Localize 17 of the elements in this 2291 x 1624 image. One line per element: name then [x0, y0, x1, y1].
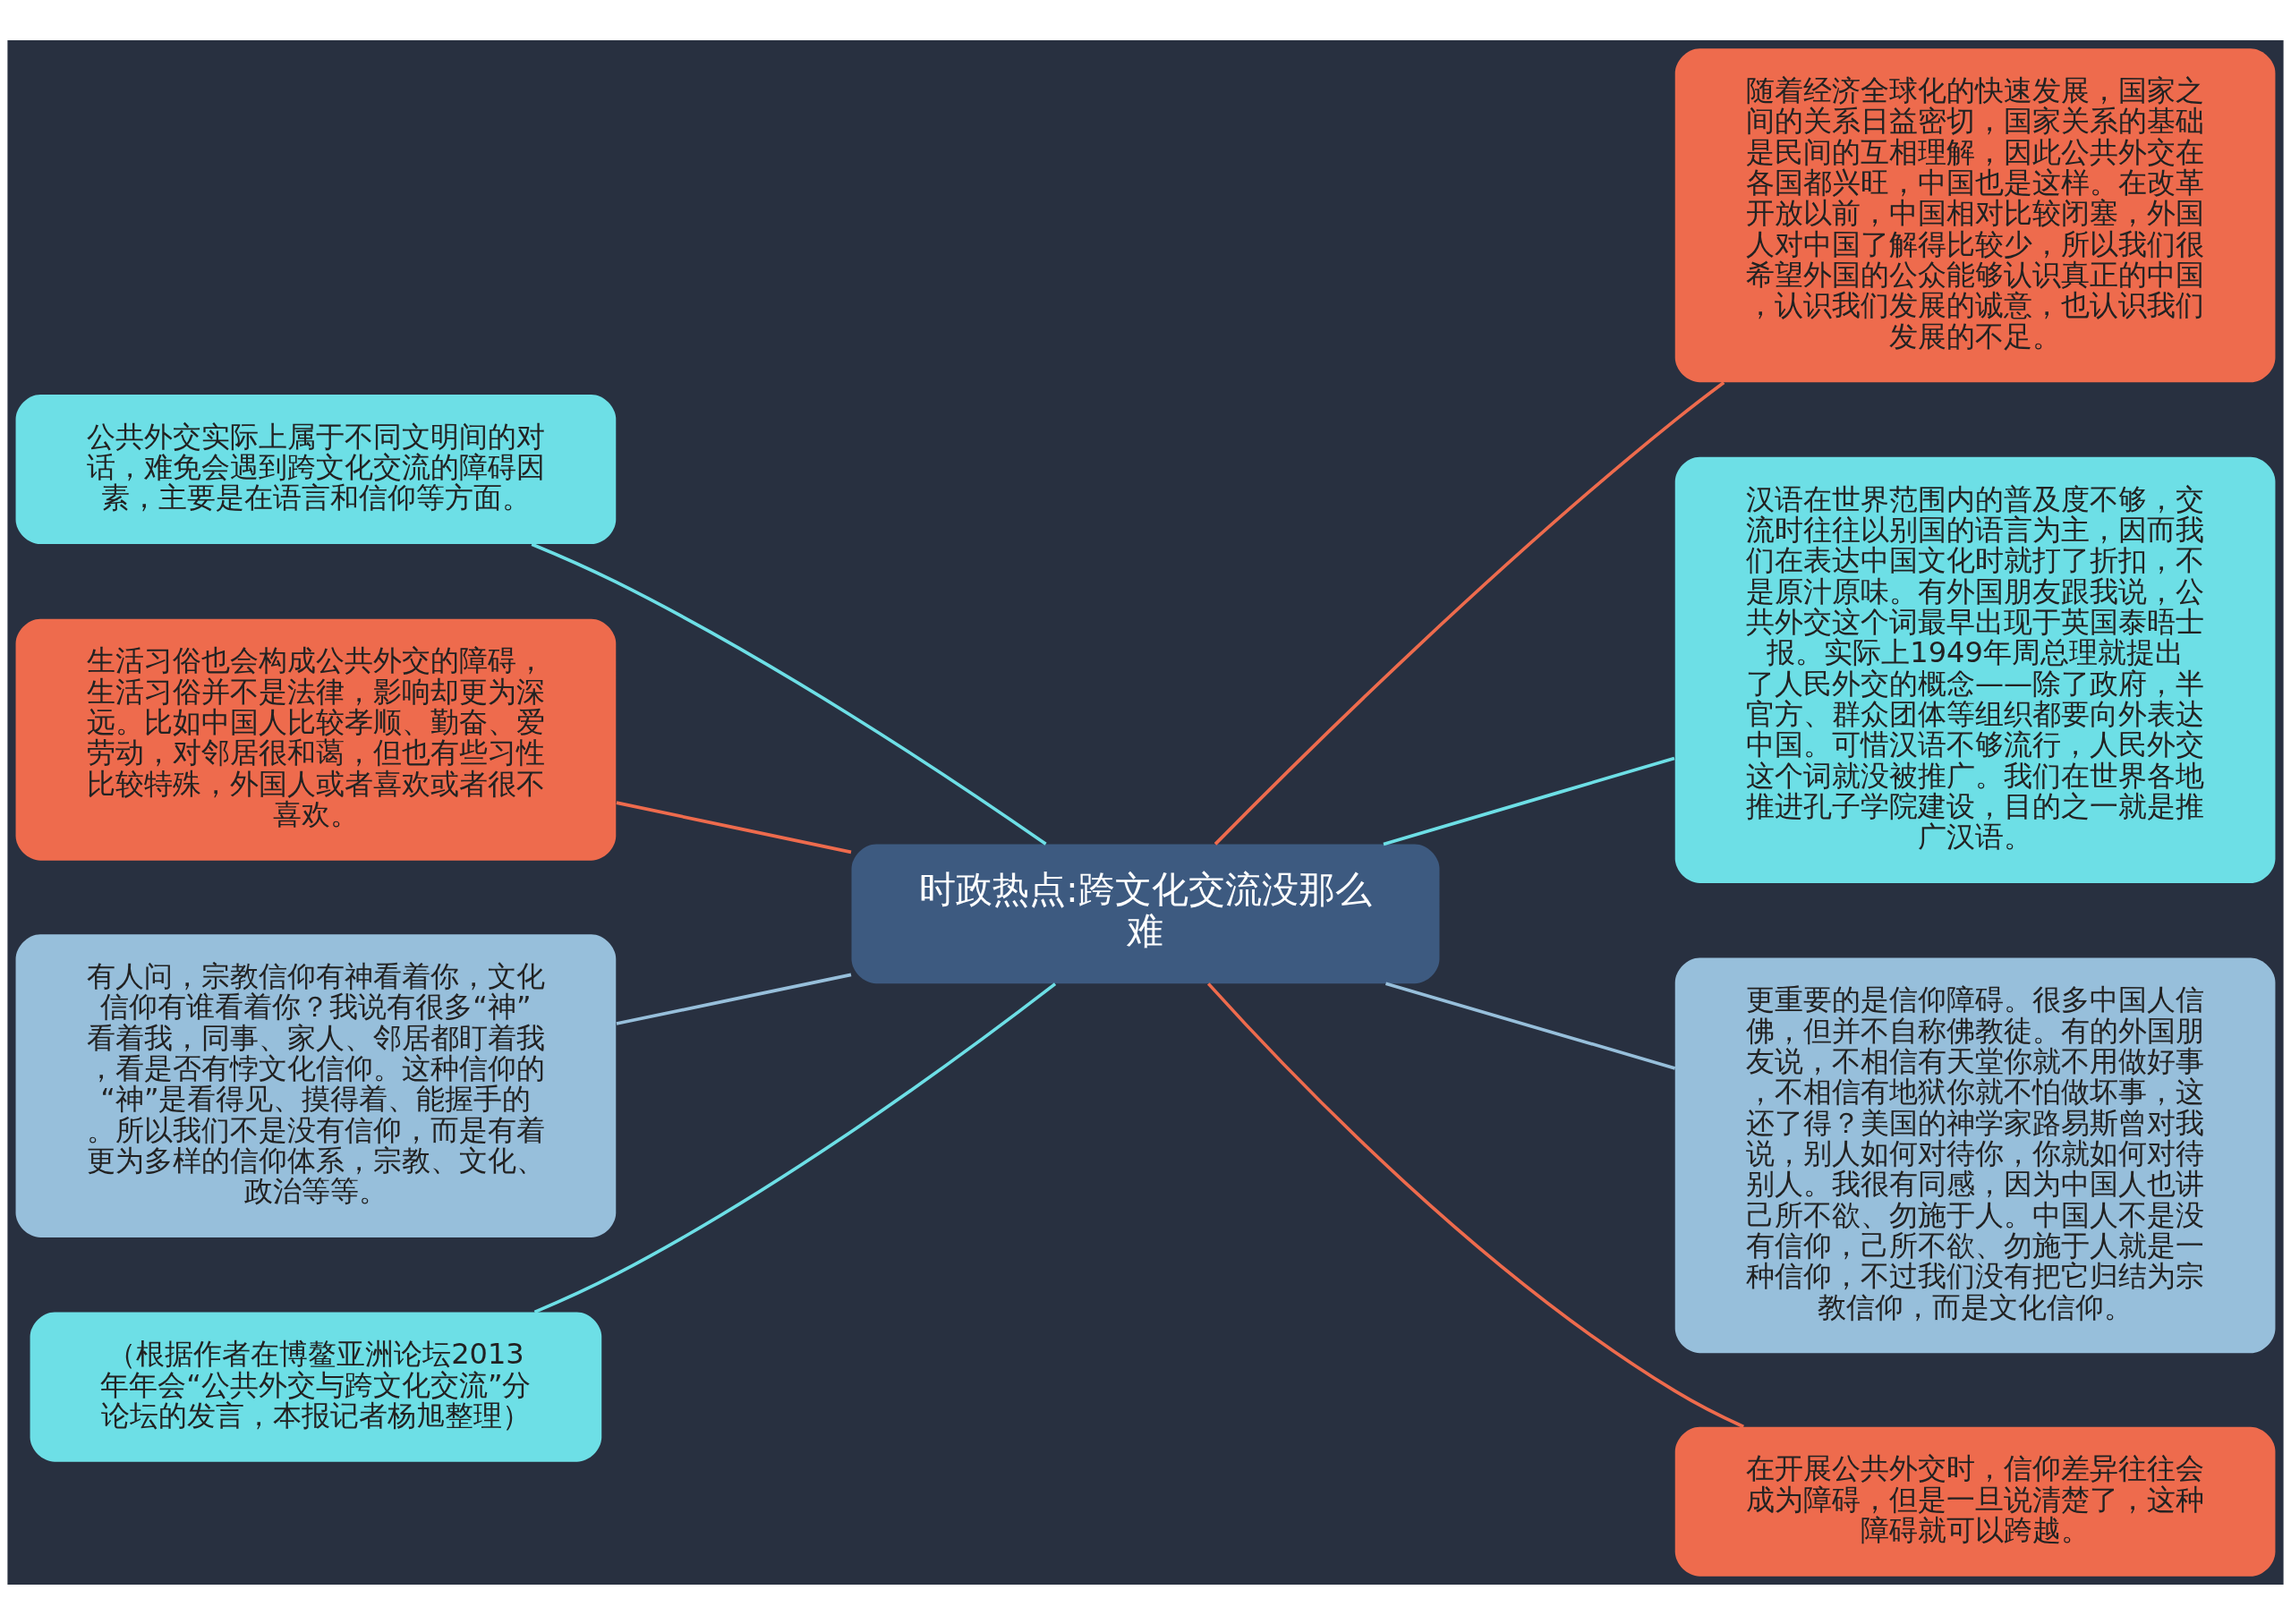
connector — [1214, 380, 1725, 846]
connector — [531, 542, 1047, 846]
node-box: 随着经济全球化的快速发展，国家之间的关系日益密切，国家关系的基础是民间的互相理解，因此公共外交在各国都兴旺，中国也是这样。在改革开放以前，中国相对比较闭塞，外国人对中国了解得比较少，所以我们很希望外国的公众能够认识真正的中国，认识我们发展的诚意，也认识我们发展的不足。 — [1674, 47, 2276, 382]
connector — [533, 982, 1057, 1314]
connector — [616, 973, 852, 1025]
node-box: 更重要的是信仰障碍。很多中国人信佛，但并不自称佛教徒。有的外国朋友说，不相信有天堂你就不用做好事，不相信有地狱你就不怕做坏事，这还了得？美国的神学家路易斯曾对我说，别人如何对待你，你就如何对待别人。我很有同感，因为中国人也讲己所不欲、勿施于人。中国人不是没有信仰，己所不欲、勿施于人就是一种信仰，不过我们没有把它归结为宗教信仰，而是文化信仰。 — [1674, 957, 2276, 1353]
connector — [1383, 756, 1675, 846]
node-box: 公共外交实际上属于不同文明间的对话，难免会遇到跨文化交流的障碍因素，主要是在语言和信仰等方面。 — [15, 394, 617, 544]
connector — [1206, 982, 1744, 1428]
connector — [1384, 982, 1676, 1070]
node-box: 在开展公共外交时，信仰差异往往会成为障碍，但是一旦说清楚了，这种障碍就可以跨越。 — [1674, 1426, 2276, 1577]
node-box: 汉语在世界范围内的普及度不够，交流时往往以别国的语言为主，因而我们在表达中国文化时就打了折扣，不是原汁原味。有外国朋友跟我说，公共外交这个词最早出现于英国泰晤士报。实际上1949年周总理就提出了人民外交的概念——除了政府，半官方、群众团体等组织都要向外表达中国。可惜汉语不够流行，人民外交这个词就没被推广。我们在世界各地推进孔子学院建设，目的之一就是推广汉语。 — [1674, 456, 2276, 883]
node-box: 时政热点:跨文化交流没那么难 — [851, 844, 1440, 983]
node-box: 有人问，宗教信仰有神看着你，文化信仰有谁看着你？我说有很多“神”看着我，同事、家人、邻居都盯着我，看是否有悖文化信仰。这种信仰的“神”是看得见、摸得着、能握手的。所以我们不是没有信仰，而是有着更为多样的信仰体系，宗教、文化、政治等等。 — [15, 933, 617, 1237]
node-box: （根据作者在博鳌亚洲论坛2013年年会“公共外交与跨文化交流”分论坛的发言，本报记者杨旭整理） — [30, 1312, 602, 1462]
node-box: 生活习俗也会构成公共外交的障碍，生活习俗并不是法律，影响却更为深远。比如中国人比较孝顺、勤奋、爱劳动，对邻居很和蔼，但也有些习性比较特殊，外国人或者喜欢或者很不喜欢。 — [15, 618, 617, 861]
connector — [616, 800, 852, 854]
